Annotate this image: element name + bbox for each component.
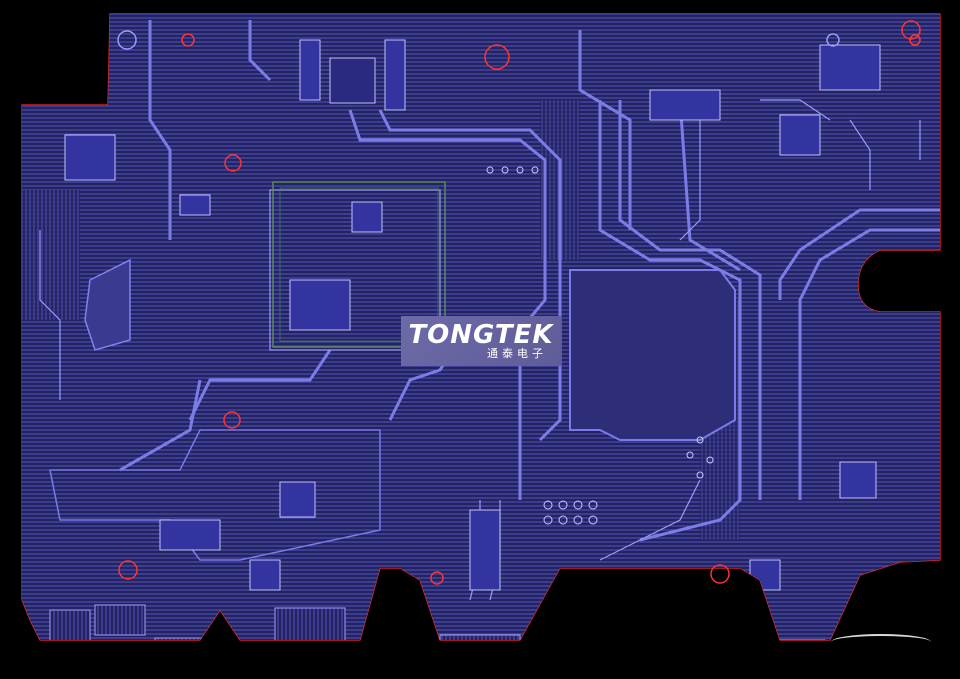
mounting-hole-icon: [223, 411, 241, 429]
ic-chip-icon: [839, 461, 877, 499]
mounting-hole-icon: [118, 560, 138, 580]
ic-chip-icon: [649, 89, 721, 121]
ic-chip-icon: [469, 509, 501, 591]
ic-chip-icon: [351, 201, 383, 233]
edge-connectors: [49, 604, 826, 640]
ic-chip-icon: [64, 134, 116, 181]
mounting-holes: [117, 20, 921, 585]
vertical-trace-region: [22, 190, 80, 320]
logo-swoosh-icon: [831, 634, 931, 650]
ic-chip-icon: [289, 279, 351, 331]
ic-chip-icon: [384, 39, 406, 111]
ic-chip-icon: [279, 481, 316, 518]
ic-chip-icon: [779, 114, 821, 156]
mounting-hole-icon: [826, 33, 840, 47]
ic-chip-icon: [249, 559, 281, 591]
ic-chip-icon: [329, 57, 376, 104]
power-plane-bottom-left: [49, 429, 381, 561]
brand-subtitle: 通泰电子: [487, 347, 547, 360]
power-plane-main: [569, 269, 736, 441]
mounting-hole-icon: [430, 571, 444, 585]
silkscreen-outline-inner: [279, 187, 439, 342]
ic-chip-icon: [299, 39, 321, 101]
via-array: [486, 166, 714, 525]
ic-chip-icon: [159, 519, 221, 551]
components: [64, 39, 881, 591]
silkscreen-outline: [272, 181, 446, 348]
mounting-hole-icon: [181, 33, 195, 47]
mounting-hole-icon: [117, 30, 137, 50]
ic-chip-icon: [819, 44, 881, 91]
mounting-hole-icon: [484, 44, 510, 70]
mounting-hole-icon: [224, 154, 242, 172]
power-plane-left: [84, 258, 131, 351]
brand-logo: TONGTEK 通泰电子: [401, 316, 931, 636]
ic-chip-icon: [749, 559, 781, 591]
mounting-hole-icon: [710, 564, 730, 584]
mounting-hole-icon: [909, 34, 921, 46]
mounting-hole-icon: [901, 20, 921, 40]
brand-name: TONGTEK: [408, 320, 554, 350]
ic-chip-icon: [179, 194, 211, 216]
